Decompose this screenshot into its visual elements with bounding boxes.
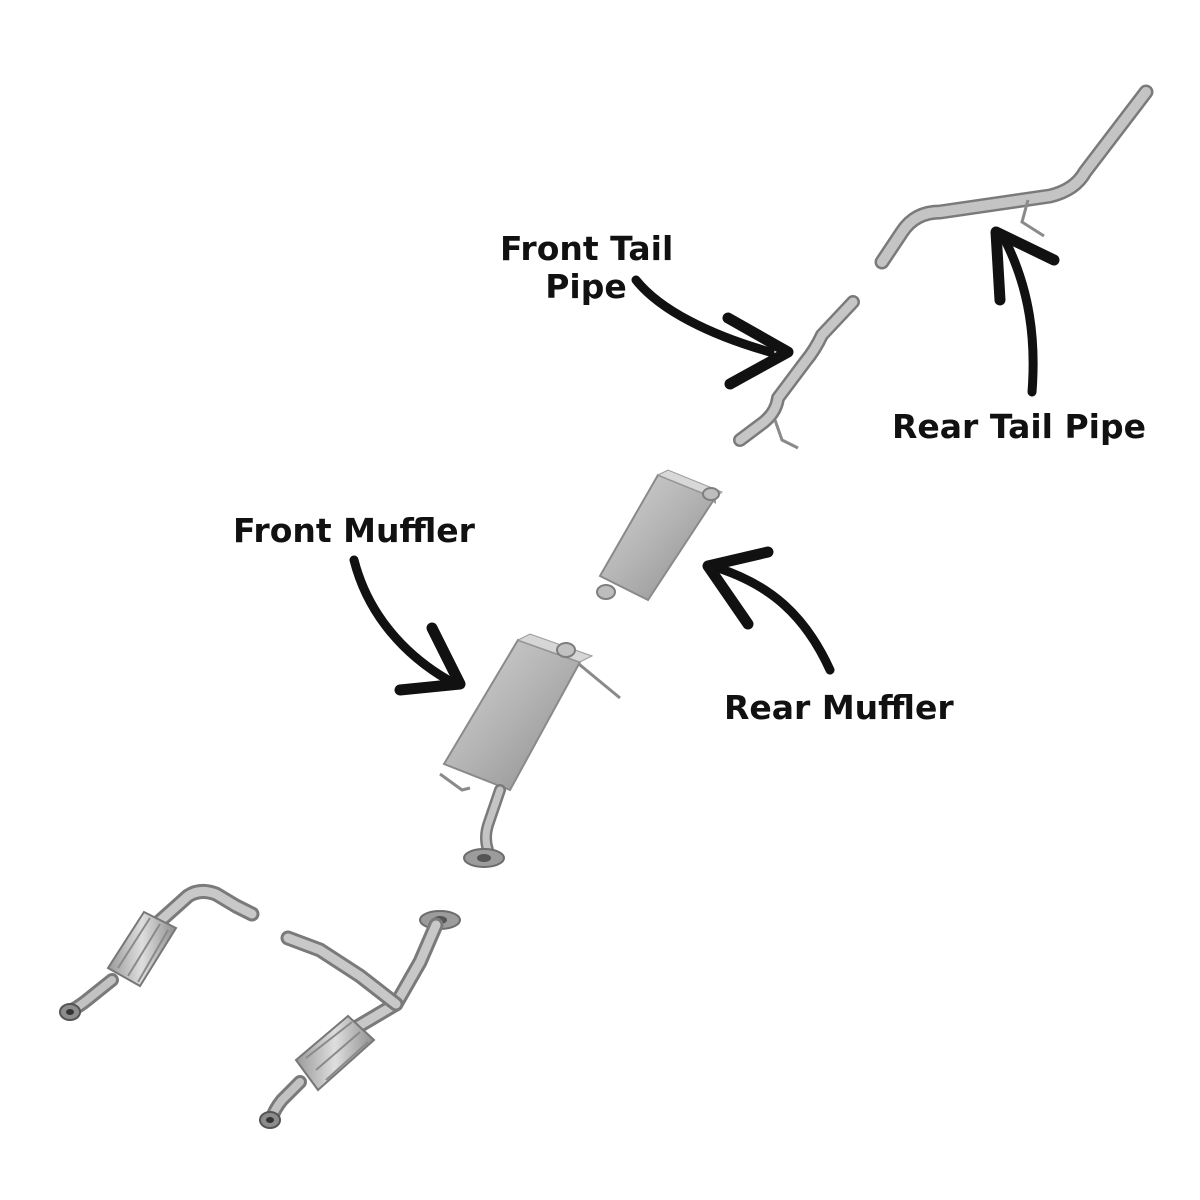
front-tail-pipe-label-line2: Pipe xyxy=(545,266,627,306)
front-tail-pipe-arrow xyxy=(631,275,775,357)
front-tail-pipe-label-line1: Front Tail xyxy=(500,229,674,268)
rear-tail-pipe-arrow xyxy=(1000,235,1038,397)
front-tail-pipe xyxy=(733,295,860,450)
front-muffler xyxy=(439,633,621,868)
rear-tail-pipe-label: Rear Tail Pipe xyxy=(892,407,1146,446)
y-pipe-assembly xyxy=(259,910,461,1129)
rear-muffler-label: Rear Muffler xyxy=(724,688,954,727)
rear-tail-pipe xyxy=(874,84,1154,270)
front-tail-pipe-label: Front Tail Pipe xyxy=(500,229,674,306)
front-muffler-arrow xyxy=(349,555,453,685)
left-catalytic-converter xyxy=(59,883,260,1021)
right-catalytic-converter xyxy=(294,1014,376,1092)
front-muffler-label: Front Muffler xyxy=(233,511,475,550)
callout-arrows xyxy=(349,226,1060,696)
rear-muffler-arrow xyxy=(713,563,835,675)
rear-muffler xyxy=(596,469,723,602)
